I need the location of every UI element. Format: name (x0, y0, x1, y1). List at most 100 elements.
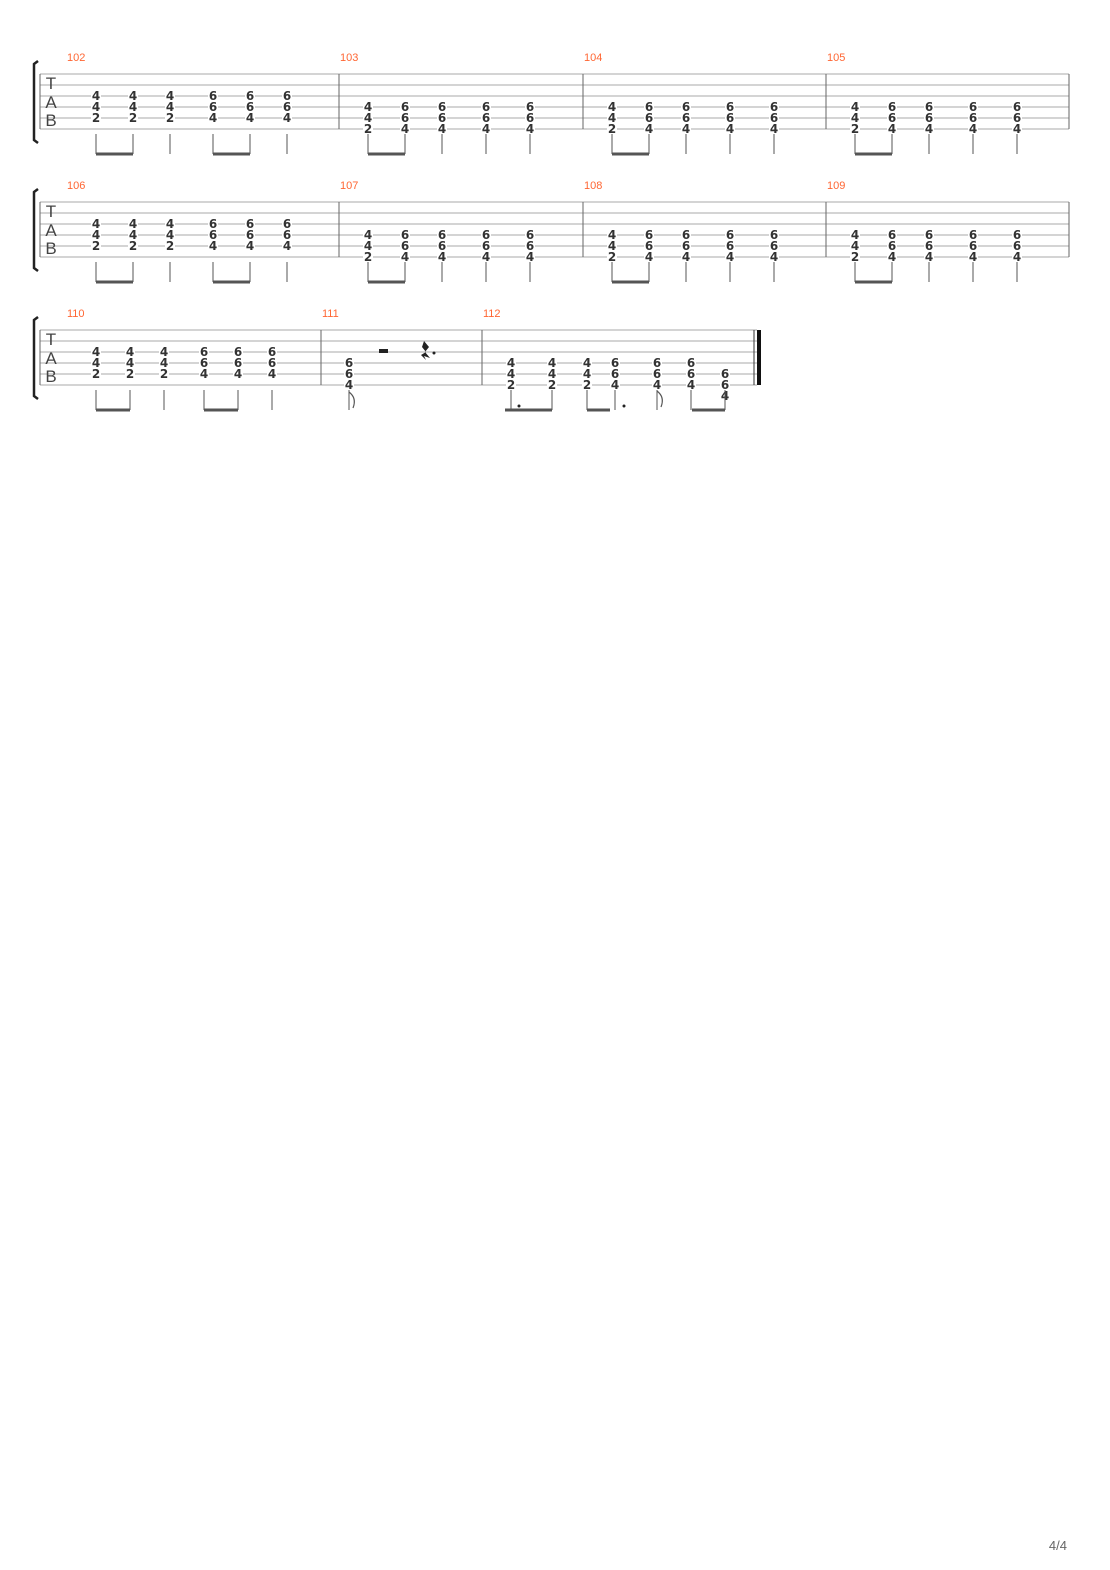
fret-bg (400, 240, 410, 251)
chord: 664 (681, 100, 691, 136)
fret-bg (652, 379, 662, 390)
fret-number: 4 (969, 250, 977, 264)
fret-bg (344, 357, 354, 368)
fret-number: 4 (364, 111, 372, 125)
fret-number: 6 (234, 345, 242, 359)
tab-clef-b: B (45, 367, 56, 386)
fret-bg (725, 123, 735, 134)
chord: 664 (481, 228, 491, 264)
fret-number: 4 (364, 239, 372, 253)
fret-number: 6 (283, 228, 291, 242)
fret-number: 6 (888, 111, 896, 125)
fret-number: 6 (526, 228, 534, 242)
half-rest (379, 349, 388, 353)
fret-bg (159, 357, 169, 368)
fret-bg (850, 123, 860, 134)
fret-number: 6 (682, 239, 690, 253)
fret-number: 6 (401, 228, 409, 242)
fret-number: 6 (526, 111, 534, 125)
chord: 664 (1012, 228, 1022, 264)
fret-bg (525, 229, 535, 240)
fret-number: 6 (888, 228, 896, 242)
chord: 664 (924, 228, 934, 264)
fret-bg (282, 218, 292, 229)
fret-number: 6 (246, 228, 254, 242)
fret-number: 6 (645, 100, 653, 114)
fret-bg (159, 368, 169, 379)
tab-clef-b: B (45, 239, 56, 258)
fret-number: 6 (482, 239, 490, 253)
fret-bg (208, 112, 218, 123)
measure-number: 108 (584, 180, 602, 192)
chord: 664 (924, 100, 934, 136)
chord: 442 (128, 217, 138, 253)
fret-number: 6 (438, 111, 446, 125)
fret-bg (282, 229, 292, 240)
fret-number: 6 (345, 356, 353, 370)
fret-bg (887, 251, 897, 262)
fret-number: 4 (129, 89, 137, 103)
fret-bg (481, 251, 491, 262)
chord: 664 (968, 100, 978, 136)
fret-number: 4 (770, 250, 778, 264)
fret-bg (720, 379, 730, 390)
fret-number: 6 (645, 111, 653, 125)
fret-number: 4 (438, 122, 446, 136)
fret-bg (547, 357, 557, 368)
fret-bg (644, 123, 654, 134)
fret-number: 4 (608, 100, 616, 114)
fret-number: 4 (611, 378, 619, 392)
fret-bg (644, 229, 654, 240)
eighth-flag (348, 391, 355, 409)
chord: 664 (887, 100, 897, 136)
fret-number: 6 (283, 217, 291, 231)
fret-number: 6 (770, 239, 778, 253)
chord: 664 (1012, 100, 1022, 136)
fret-number: 6 (726, 228, 734, 242)
fret-bg (481, 101, 491, 112)
fret-number: 4 (548, 367, 556, 381)
fret-bg (128, 101, 138, 112)
chord: 664 (644, 228, 654, 264)
fret-bg (725, 251, 735, 262)
fret-number: 4 (268, 367, 276, 381)
fret-bg (607, 123, 617, 134)
fret-number: 6 (925, 100, 933, 114)
fret-number: 4 (92, 345, 100, 359)
fret-number: 6 (721, 367, 729, 381)
fret-number: 4 (645, 122, 653, 136)
fret-number: 4 (166, 100, 174, 114)
chord: 442 (91, 217, 101, 253)
fret-number: 2 (92, 111, 100, 125)
tab-clef-a: A (45, 93, 57, 112)
fret-number: 2 (851, 250, 859, 264)
chord: 664 (208, 89, 218, 125)
fret-bg (725, 229, 735, 240)
fret-bg (282, 112, 292, 123)
fret-number: 2 (608, 250, 616, 264)
fret-number: 6 (438, 100, 446, 114)
fret-number: 6 (209, 89, 217, 103)
fret-bg (245, 112, 255, 123)
fret-number: 2 (608, 122, 616, 136)
fret-number: 4 (438, 250, 446, 264)
chord: 664 (525, 228, 535, 264)
fret-bg (582, 379, 592, 390)
fret-bg (199, 357, 209, 368)
fret-bg (91, 101, 101, 112)
chord: 664 (400, 228, 410, 264)
fret-number: 4 (608, 228, 616, 242)
fret-number: 2 (507, 378, 515, 392)
chord: 664 (769, 100, 779, 136)
fret-number: 4 (92, 89, 100, 103)
fret-bg (91, 346, 101, 357)
chord: 442 (363, 100, 373, 136)
fret-bg (208, 101, 218, 112)
fret-number: 2 (92, 367, 100, 381)
chord: 664 (199, 345, 209, 381)
chord: 664 (686, 356, 696, 392)
fret-bg (437, 240, 447, 251)
fret-number: 4 (401, 122, 409, 136)
fret-number: 6 (888, 100, 896, 114)
